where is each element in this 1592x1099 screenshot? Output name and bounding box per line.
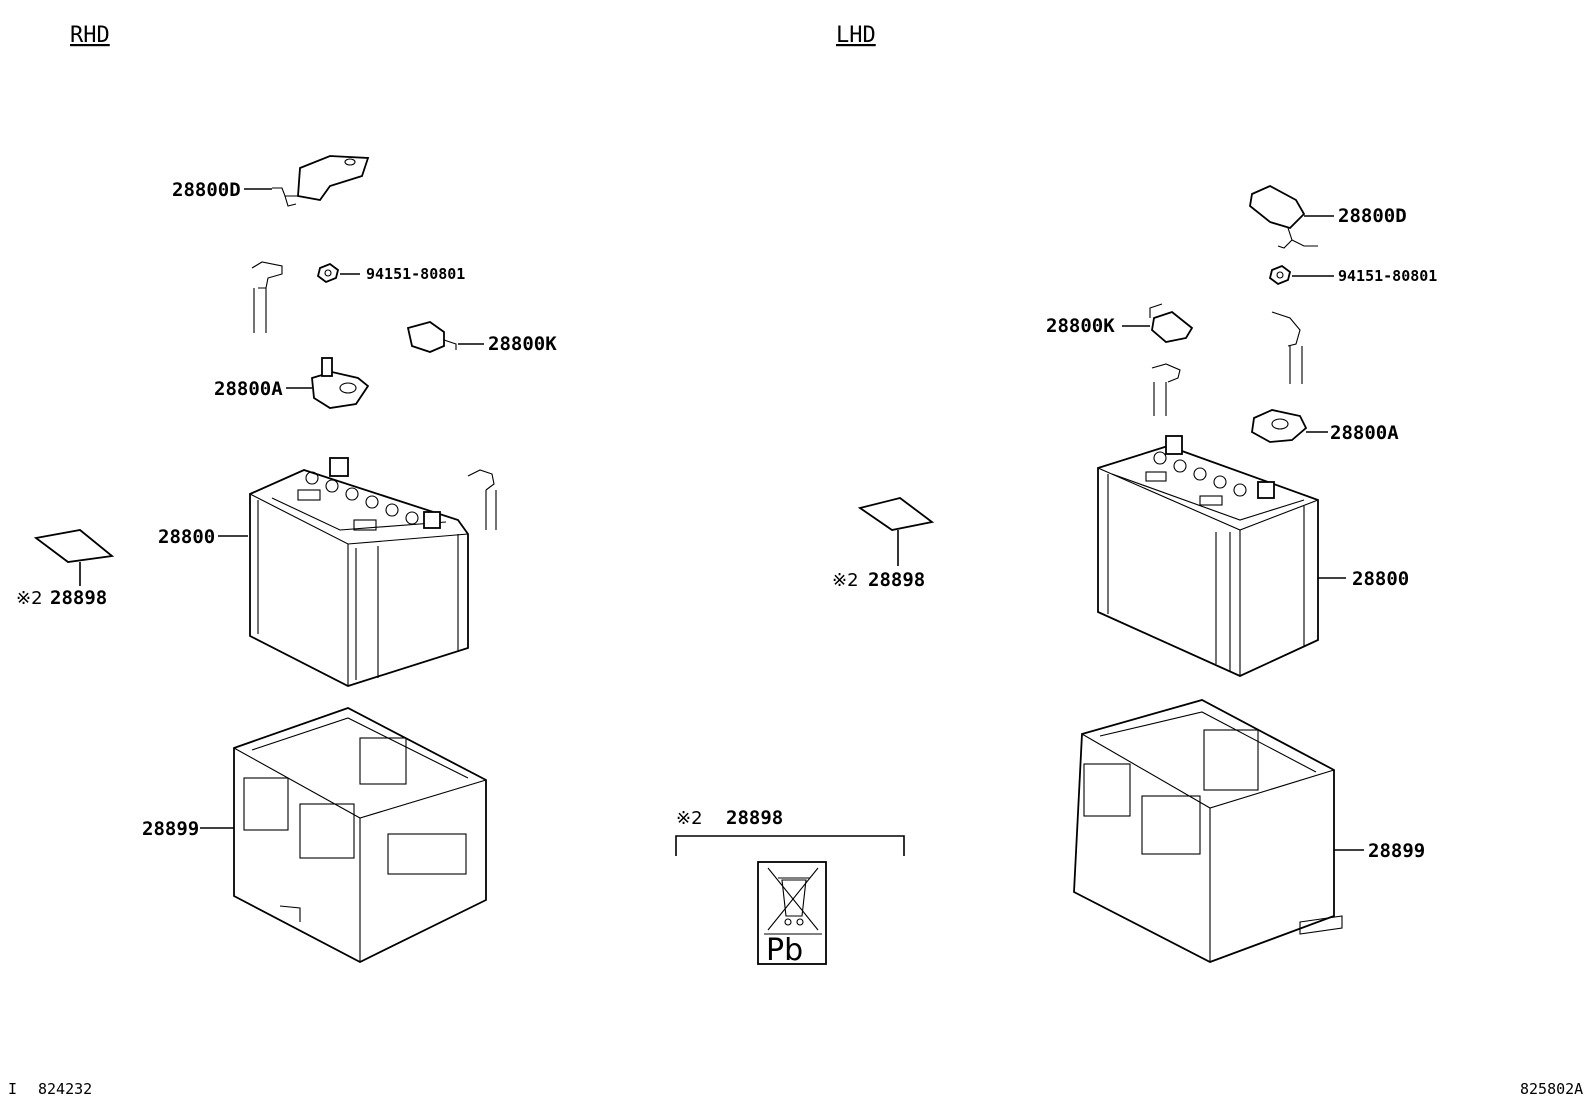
center-label-mark: ※2 bbox=[676, 808, 703, 829]
lhd-battery-label: 28800 bbox=[1352, 568, 1409, 590]
footer-right-code: 825802A bbox=[1520, 1080, 1583, 1098]
lhd-cover-label: 28800D bbox=[1338, 205, 1407, 227]
rhd-nut-drawing bbox=[316, 262, 340, 284]
lhd-cables-drawing bbox=[1151, 311, 1303, 416]
rhd-nut-label: 94151-80801 bbox=[366, 265, 465, 283]
rhd-battery-drawing bbox=[249, 457, 469, 687]
lhd-terminal-cover-drawing bbox=[1249, 184, 1318, 249]
rhd-terminal-a-drawing bbox=[311, 357, 370, 409]
rhd-terminal-a-label: 28800A bbox=[214, 378, 283, 400]
lhd-nut-label: 94151-80801 bbox=[1338, 267, 1437, 285]
lhd-terminal-a-drawing bbox=[1251, 409, 1308, 443]
rhd-cover-label: 28800D bbox=[172, 179, 241, 201]
lhd-battery-drawing bbox=[1097, 435, 1319, 677]
rhd-label-drawing bbox=[33, 529, 115, 563]
center-label-bracket bbox=[675, 835, 905, 856]
lhd-label-part: 28898 bbox=[868, 569, 925, 591]
rhd-tray-label: 28899 bbox=[142, 818, 199, 840]
lhd-tray-label: 28899 bbox=[1368, 840, 1425, 862]
footer-left-marker: I bbox=[8, 1080, 17, 1098]
lhd-nut-drawing bbox=[1268, 264, 1292, 286]
lead-symbol-text: Pb bbox=[766, 933, 803, 968]
lhd-label-mark: ※2 bbox=[832, 570, 859, 591]
rhd-label-part: 28898 bbox=[50, 587, 107, 609]
rhd-small-cable-drawing bbox=[467, 469, 497, 530]
rhd-terminal-cover-drawing bbox=[272, 155, 370, 207]
footer-left-code: 824232 bbox=[38, 1080, 92, 1098]
lhd-clamp-k-drawing bbox=[1149, 303, 1194, 343]
rhd-tray-drawing bbox=[233, 707, 487, 964]
rhd-cable-drawing bbox=[251, 261, 283, 333]
rhd-battery-label: 28800 bbox=[158, 526, 215, 548]
header-rhd: RHD bbox=[70, 23, 110, 48]
lhd-terminal-a-label: 28800A bbox=[1330, 422, 1399, 444]
recycle-bin-symbol-icon bbox=[757, 861, 827, 965]
header-lhd: LHD bbox=[836, 23, 876, 48]
lhd-clamp-k-label: 28800K bbox=[1046, 315, 1115, 337]
rhd-label-mark: ※2 bbox=[16, 588, 43, 609]
lhd-tray-drawing: ​ bbox=[1073, 699, 1343, 963]
lhd-label-drawing bbox=[857, 497, 935, 531]
center-label-part: 28898 bbox=[726, 807, 783, 829]
rhd-clamp-k-label: 28800K bbox=[488, 333, 557, 355]
rhd-clamp-k-drawing bbox=[406, 321, 457, 353]
